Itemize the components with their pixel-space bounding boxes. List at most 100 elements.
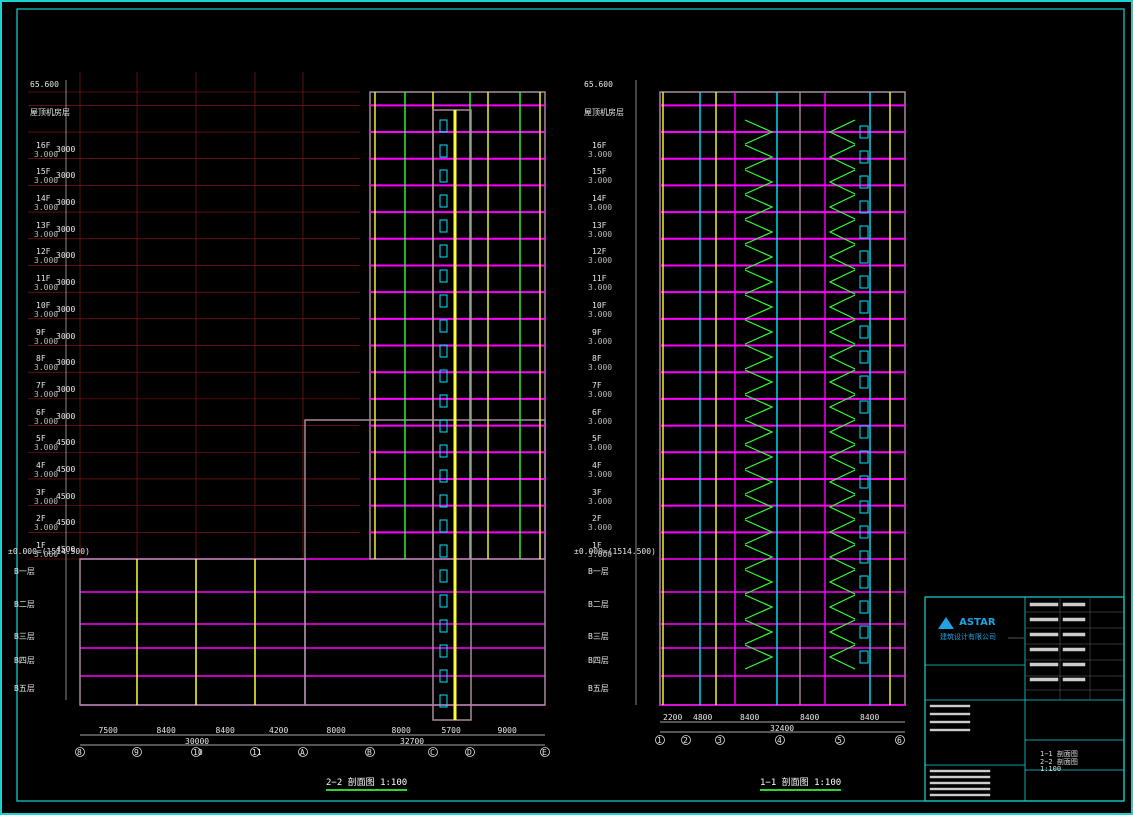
door-window — [859, 625, 869, 639]
floor-elevation-9F: 3.000 — [34, 336, 59, 346]
axis-label-6: 6 — [897, 736, 902, 745]
floor-elevation-5F: 3.000 — [34, 443, 59, 453]
elevator-door — [439, 269, 448, 283]
section-2-2-caption: 2−2 剖面图 1:100 — [326, 775, 408, 791]
axis-bubble — [298, 747, 308, 757]
floor-elevation-1F: 3.000 — [34, 550, 59, 559]
elevator-door — [439, 294, 448, 308]
stair-flight — [828, 594, 856, 620]
title-block-text-line — [1062, 662, 1086, 667]
bottom-dim-1: 4800 — [693, 713, 713, 722]
axis-label-A: A — [300, 748, 305, 757]
floor-height-dim-6: 3000 — [56, 384, 76, 394]
section-1-1-ground-label: ±0.000=(1514.500) — [574, 547, 656, 556]
floor-height-dim-0: 4500 — [56, 545, 76, 554]
floor-label-11F: 11F — [592, 274, 607, 284]
elevator-door — [439, 519, 448, 533]
floor-height-dim-2: 4500 — [56, 491, 76, 501]
axis-label-8: 8 — [77, 748, 82, 757]
floor-label-16F: 16F — [592, 140, 607, 150]
company-name: ASTAR — [959, 617, 996, 628]
axis-label-B: B — [367, 748, 372, 757]
axis-label-5: 5 — [837, 736, 842, 745]
floor-label-2F: 2F — [36, 514, 46, 524]
floor-elevation-8F: 3.000 — [588, 363, 613, 373]
stair-flight — [828, 269, 856, 295]
door-window — [859, 525, 869, 539]
stair-flight — [828, 519, 856, 545]
floor-elevation-9F: 3.000 — [588, 336, 613, 346]
drawing-title-2: 2−2 剖面图 — [1040, 758, 1078, 766]
bottom-total-dim: 30000 — [185, 737, 210, 746]
floor-height-dim-5: 3000 — [56, 411, 76, 421]
elevator-door — [439, 594, 448, 608]
floor-elevation-14F: 3.000 — [588, 203, 613, 213]
floor-label-7F: 7F — [592, 380, 602, 390]
floor-elevation-5F: 3.000 — [588, 443, 613, 453]
stair-flight — [744, 544, 774, 570]
axis-bubble — [715, 735, 725, 745]
section-1-1-roof-label: 屋顶机房层 — [584, 108, 624, 117]
door-window — [859, 200, 869, 214]
elevator-door — [439, 119, 448, 133]
title-block-text-line — [929, 720, 971, 724]
floor-height-dim-10: 3000 — [56, 278, 76, 288]
section-1-1-top-elevation: 65.600 — [584, 80, 613, 89]
basement-label-2: B三层 — [14, 632, 35, 641]
title-block-text-line — [929, 712, 971, 716]
stair-flight — [744, 444, 774, 470]
floor-label-13F: 13F — [592, 220, 607, 230]
floor-label-15F: 15F — [592, 167, 607, 177]
floor-label-8F: 8F — [36, 354, 46, 364]
floor-label-14F: 14F — [36, 194, 51, 204]
bottom-dim-0: 7500 — [98, 726, 118, 735]
bottom-dim-6: 5700 — [441, 726, 461, 735]
floor-elevation-8F: 3.000 — [34, 363, 59, 373]
floor-elevation-1F: 3.000 — [588, 550, 613, 559]
stair-flight — [828, 444, 856, 470]
stair-flight — [828, 394, 856, 420]
basement-label-0: B一层 — [14, 567, 35, 576]
axis-bubble — [655, 735, 665, 745]
floor-elevation-11F: 3.000 — [588, 283, 613, 293]
door-window — [859, 175, 869, 189]
section-2-2-drawing — [28, 72, 550, 757]
floor-label-5F: 5F — [36, 434, 46, 444]
floor-label-5F: 5F — [592, 434, 602, 444]
logo-triangle-icon — [938, 616, 954, 629]
axis-bubble — [895, 735, 905, 745]
door-window — [859, 125, 869, 139]
company-logo: ASTAR — [938, 612, 996, 631]
stair-flight — [744, 494, 774, 520]
axis-label-1: 1 — [657, 736, 662, 745]
floor-label-9F: 9F — [36, 327, 46, 337]
stair-flight — [744, 619, 774, 645]
bottom-dim-5: 8000 — [391, 726, 411, 735]
title-block-text-line — [1062, 617, 1086, 622]
stair-flight — [828, 169, 856, 195]
section-2-2-ground-label: ±0.000=(1514.500) — [8, 547, 90, 556]
floor-elevation-7F: 3.000 — [34, 389, 59, 399]
elevator-door — [439, 469, 448, 483]
door-window — [859, 500, 869, 514]
door-window — [859, 550, 869, 564]
elevator-door — [439, 419, 448, 433]
axis-label-3: 3 — [717, 736, 722, 745]
stair-flight — [744, 144, 774, 170]
axis-label-11: 11 — [252, 748, 262, 757]
axis-bubble — [465, 747, 475, 757]
floor-label-1F: 1F — [592, 541, 602, 550]
floor-label-12F: 12F — [36, 247, 51, 257]
floor-label-9F: 9F — [592, 327, 602, 337]
axis-bubble — [250, 747, 260, 757]
floor-elevation-10F: 3.000 — [34, 309, 59, 319]
axis-bubble — [132, 747, 142, 757]
floor-label-2F: 2F — [592, 514, 602, 524]
door-window — [859, 475, 869, 489]
axis-bubble — [835, 735, 845, 745]
tower-outline — [369, 91, 546, 560]
floor-elevation-15F: 3.000 — [588, 176, 613, 186]
title-block-text-line — [1062, 677, 1086, 682]
bottom-dim-3: 8400 — [800, 713, 820, 722]
floor-height-dim-9: 3000 — [56, 304, 76, 314]
